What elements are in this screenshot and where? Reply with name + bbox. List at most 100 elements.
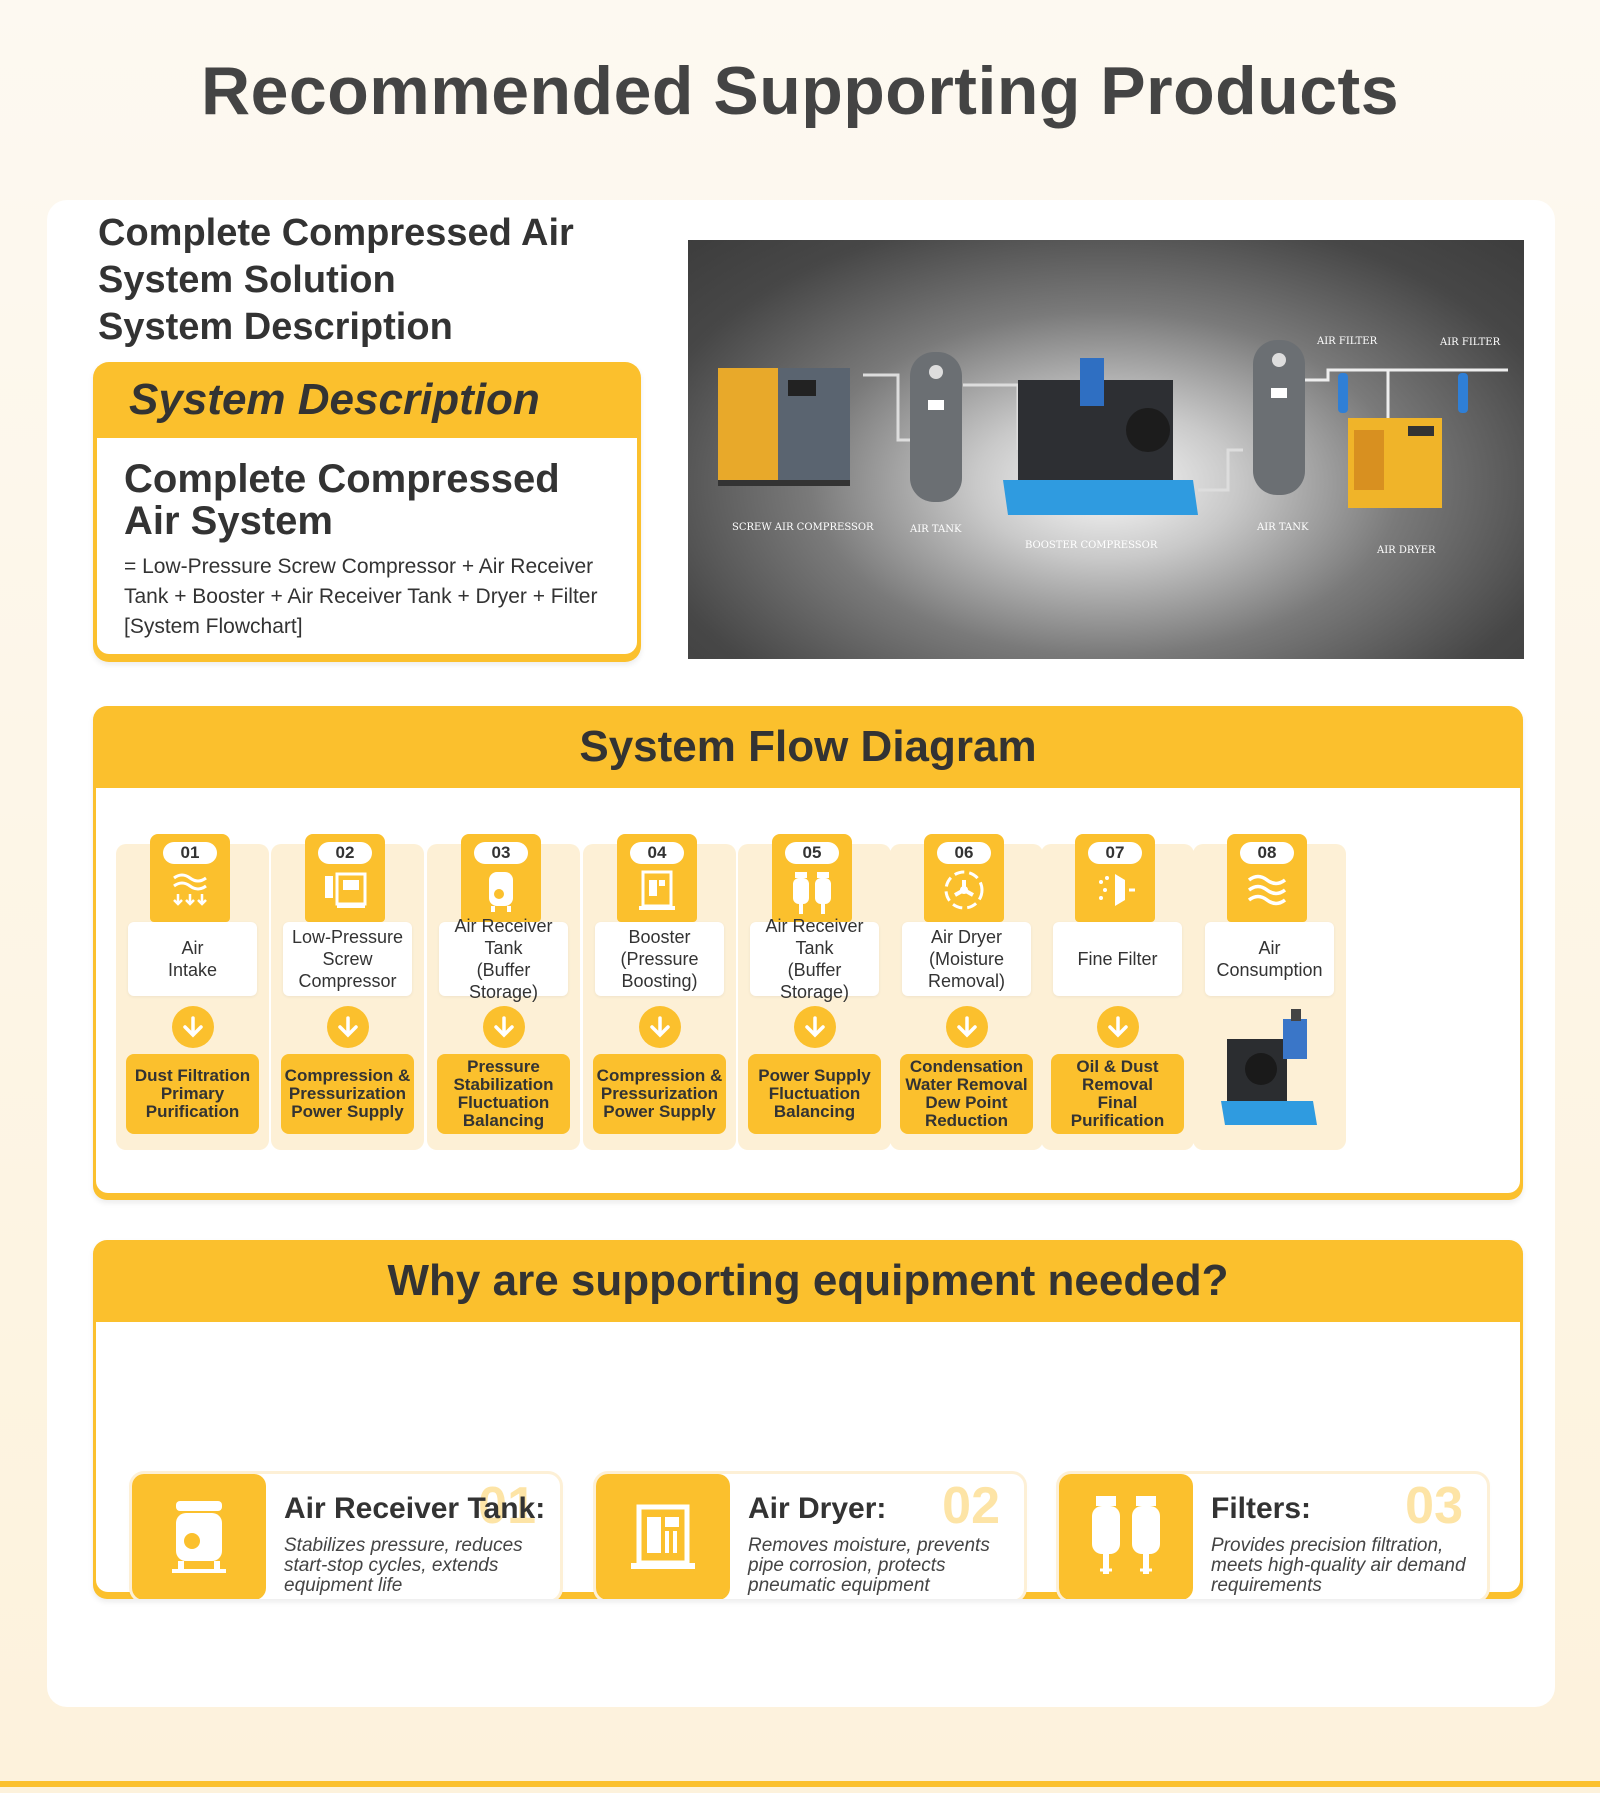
step-label-text: Air Receiver Tank (Buffer Storage)	[454, 916, 553, 1002]
step-benefit-text: Compression & Pressurization Power Suppl…	[596, 1066, 723, 1121]
arrow-down-icon	[1097, 1006, 1139, 1048]
step-label-text: Booster (Pressure Boosting)	[620, 927, 699, 991]
step-benefit: Condensation Water Removal Dew Point Red…	[900, 1054, 1033, 1134]
step-label: Air Intake	[128, 922, 257, 996]
step-number: 04	[630, 842, 684, 864]
step-tab: 07	[1075, 834, 1155, 922]
intro-title-line: System Solution	[98, 259, 396, 301]
why-section-title: Why are supporting equipment needed?	[387, 1256, 1229, 1305]
photo-label-screw: SCREW AIR COMPRESSOR	[732, 522, 874, 533]
step-tab: 06	[924, 834, 1004, 922]
step-benefit: Oil & Dust Removal Final Purification	[1051, 1054, 1184, 1134]
step-benefit: Compression & Pressurization Power Suppl…	[281, 1054, 414, 1134]
step-tab: 04	[617, 834, 697, 922]
step-tab: 02	[305, 834, 385, 922]
step-tab: 05	[772, 834, 852, 922]
text-line: Tank + Booster + Air Receiver Tank + Dry…	[124, 585, 598, 608]
bottom-accent-line	[0, 1781, 1600, 1787]
intro-title-line: Complete Compressed Air	[98, 212, 574, 254]
flow-section-title: System Flow Diagram	[579, 722, 1037, 771]
step-label: Booster (Pressure Boosting)	[595, 922, 724, 996]
step-label: Air Consumption	[1205, 922, 1334, 996]
step-benefit-text: Oil & Dust Removal Final Purification	[1070, 1057, 1165, 1130]
system-photo-illustration	[718, 340, 1508, 515]
tank-icon	[461, 868, 541, 919]
system-description-box: System Description Complete Compressed A…	[93, 362, 641, 662]
why-card-number: 02	[942, 1477, 1000, 1535]
step-benefit-text: Compression & Pressurization Power Suppl…	[284, 1066, 411, 1121]
step-label: Air Receiver Tank (Buffer Storage)	[750, 916, 879, 1002]
why-card: 02 Air Dryer: Removes moisture, prevents p…	[596, 1474, 1024, 1599]
step-label: Air Dryer (Moisture Removal)	[902, 922, 1031, 996]
step-tab: 03	[461, 834, 541, 922]
air-wave-icon	[1227, 868, 1307, 917]
why-card-title: Air Dryer:	[748, 1492, 887, 1525]
photo-label-filter1: AIR FILTER	[1317, 336, 1378, 347]
step-number: 08	[1240, 842, 1294, 864]
arrow-down-icon	[794, 1006, 836, 1048]
subtitle-line: Complete Compressed	[124, 457, 560, 501]
intro-title: Complete Compressed Air System Solution …	[98, 210, 678, 351]
booster-icon	[617, 868, 697, 919]
step-benefit-text: Condensation Water Removal Dew Point Red…	[905, 1057, 1028, 1130]
photo-label-booster: BOOSTER COMPRESSOR	[1025, 540, 1158, 551]
photo-label-filter2: AIR FILTER	[1440, 337, 1501, 348]
step-benefit: Dust Filtration Primary Purification	[126, 1054, 259, 1134]
step-tab: 01	[150, 834, 230, 922]
page-title: Recommended Supporting Products	[200, 53, 1400, 129]
step-benefit: Power Supply Fluctuation Balancing	[748, 1054, 881, 1134]
arrow-down-icon	[483, 1006, 525, 1048]
step-label-text: Low-Pressure Screw Compressor	[291, 927, 404, 991]
step-number: 07	[1088, 842, 1142, 864]
booster-machine-image	[1221, 1009, 1321, 1134]
step-benefit-text: Pressure Stabilization Fluctuation Balan…	[453, 1057, 554, 1130]
arrow-down-icon	[946, 1006, 988, 1048]
step-benefit-text: Dust Filtration Primary Purification	[134, 1066, 251, 1121]
dryer-fan-icon	[924, 868, 1004, 917]
step-benefit-text: Power Supply Fluctuation Balancing	[758, 1066, 871, 1121]
system-photo: SCREW AIR COMPRESSOR AIR TANK BOOSTER CO…	[688, 240, 1524, 659]
photo-label-tank1: AIR TANK	[910, 524, 962, 535]
fine-filter-icon	[1075, 868, 1155, 917]
photo-label-tank2: AIR TANK	[1257, 522, 1309, 533]
step-label-text: Air Receiver Tank (Buffer Storage)	[765, 916, 864, 1002]
step-label-text: Air Consumption	[1216, 938, 1323, 980]
dryer-icon	[596, 1474, 730, 1599]
step-benefit: Compression & Pressurization Power Suppl…	[593, 1054, 726, 1134]
arrow-down-icon	[327, 1006, 369, 1048]
intro-title-line: System Description	[98, 306, 453, 348]
text-line: [System Flowchart]	[124, 615, 303, 638]
step-number: 05	[785, 842, 839, 864]
step-benefit: Pressure Stabilization Fluctuation Balan…	[437, 1054, 570, 1134]
step-label-text: Air Dryer (Moisture Removal)	[927, 927, 1006, 991]
why-card-title: Air Receiver Tank:	[284, 1492, 546, 1525]
why-card-number: 01	[478, 1477, 536, 1535]
why-card-text: Removes moisture, prevents pipe corrosio…	[748, 1535, 990, 1596]
air-wave-down-icon	[150, 868, 230, 917]
step-number: 02	[318, 842, 372, 864]
why-card-title: Filters:	[1211, 1492, 1312, 1525]
system-description-subtitle: Complete Compressed Air System	[124, 458, 611, 542]
subtitle-line: Air System	[124, 499, 333, 543]
arrow-down-icon	[639, 1006, 681, 1048]
step-label-text: Air Intake	[167, 938, 218, 980]
step-number: 03	[474, 842, 528, 864]
step-tab: 08	[1227, 834, 1307, 922]
step-label: Low-Pressure Screw Compressor	[283, 922, 412, 996]
photo-label-dryer: AIR DRYER	[1377, 545, 1436, 556]
why-card-text: Stabilizes pressure, reduces start-stop …	[284, 1535, 523, 1596]
why-card-number: 03	[1405, 1477, 1463, 1535]
arrow-down-icon	[172, 1006, 214, 1048]
